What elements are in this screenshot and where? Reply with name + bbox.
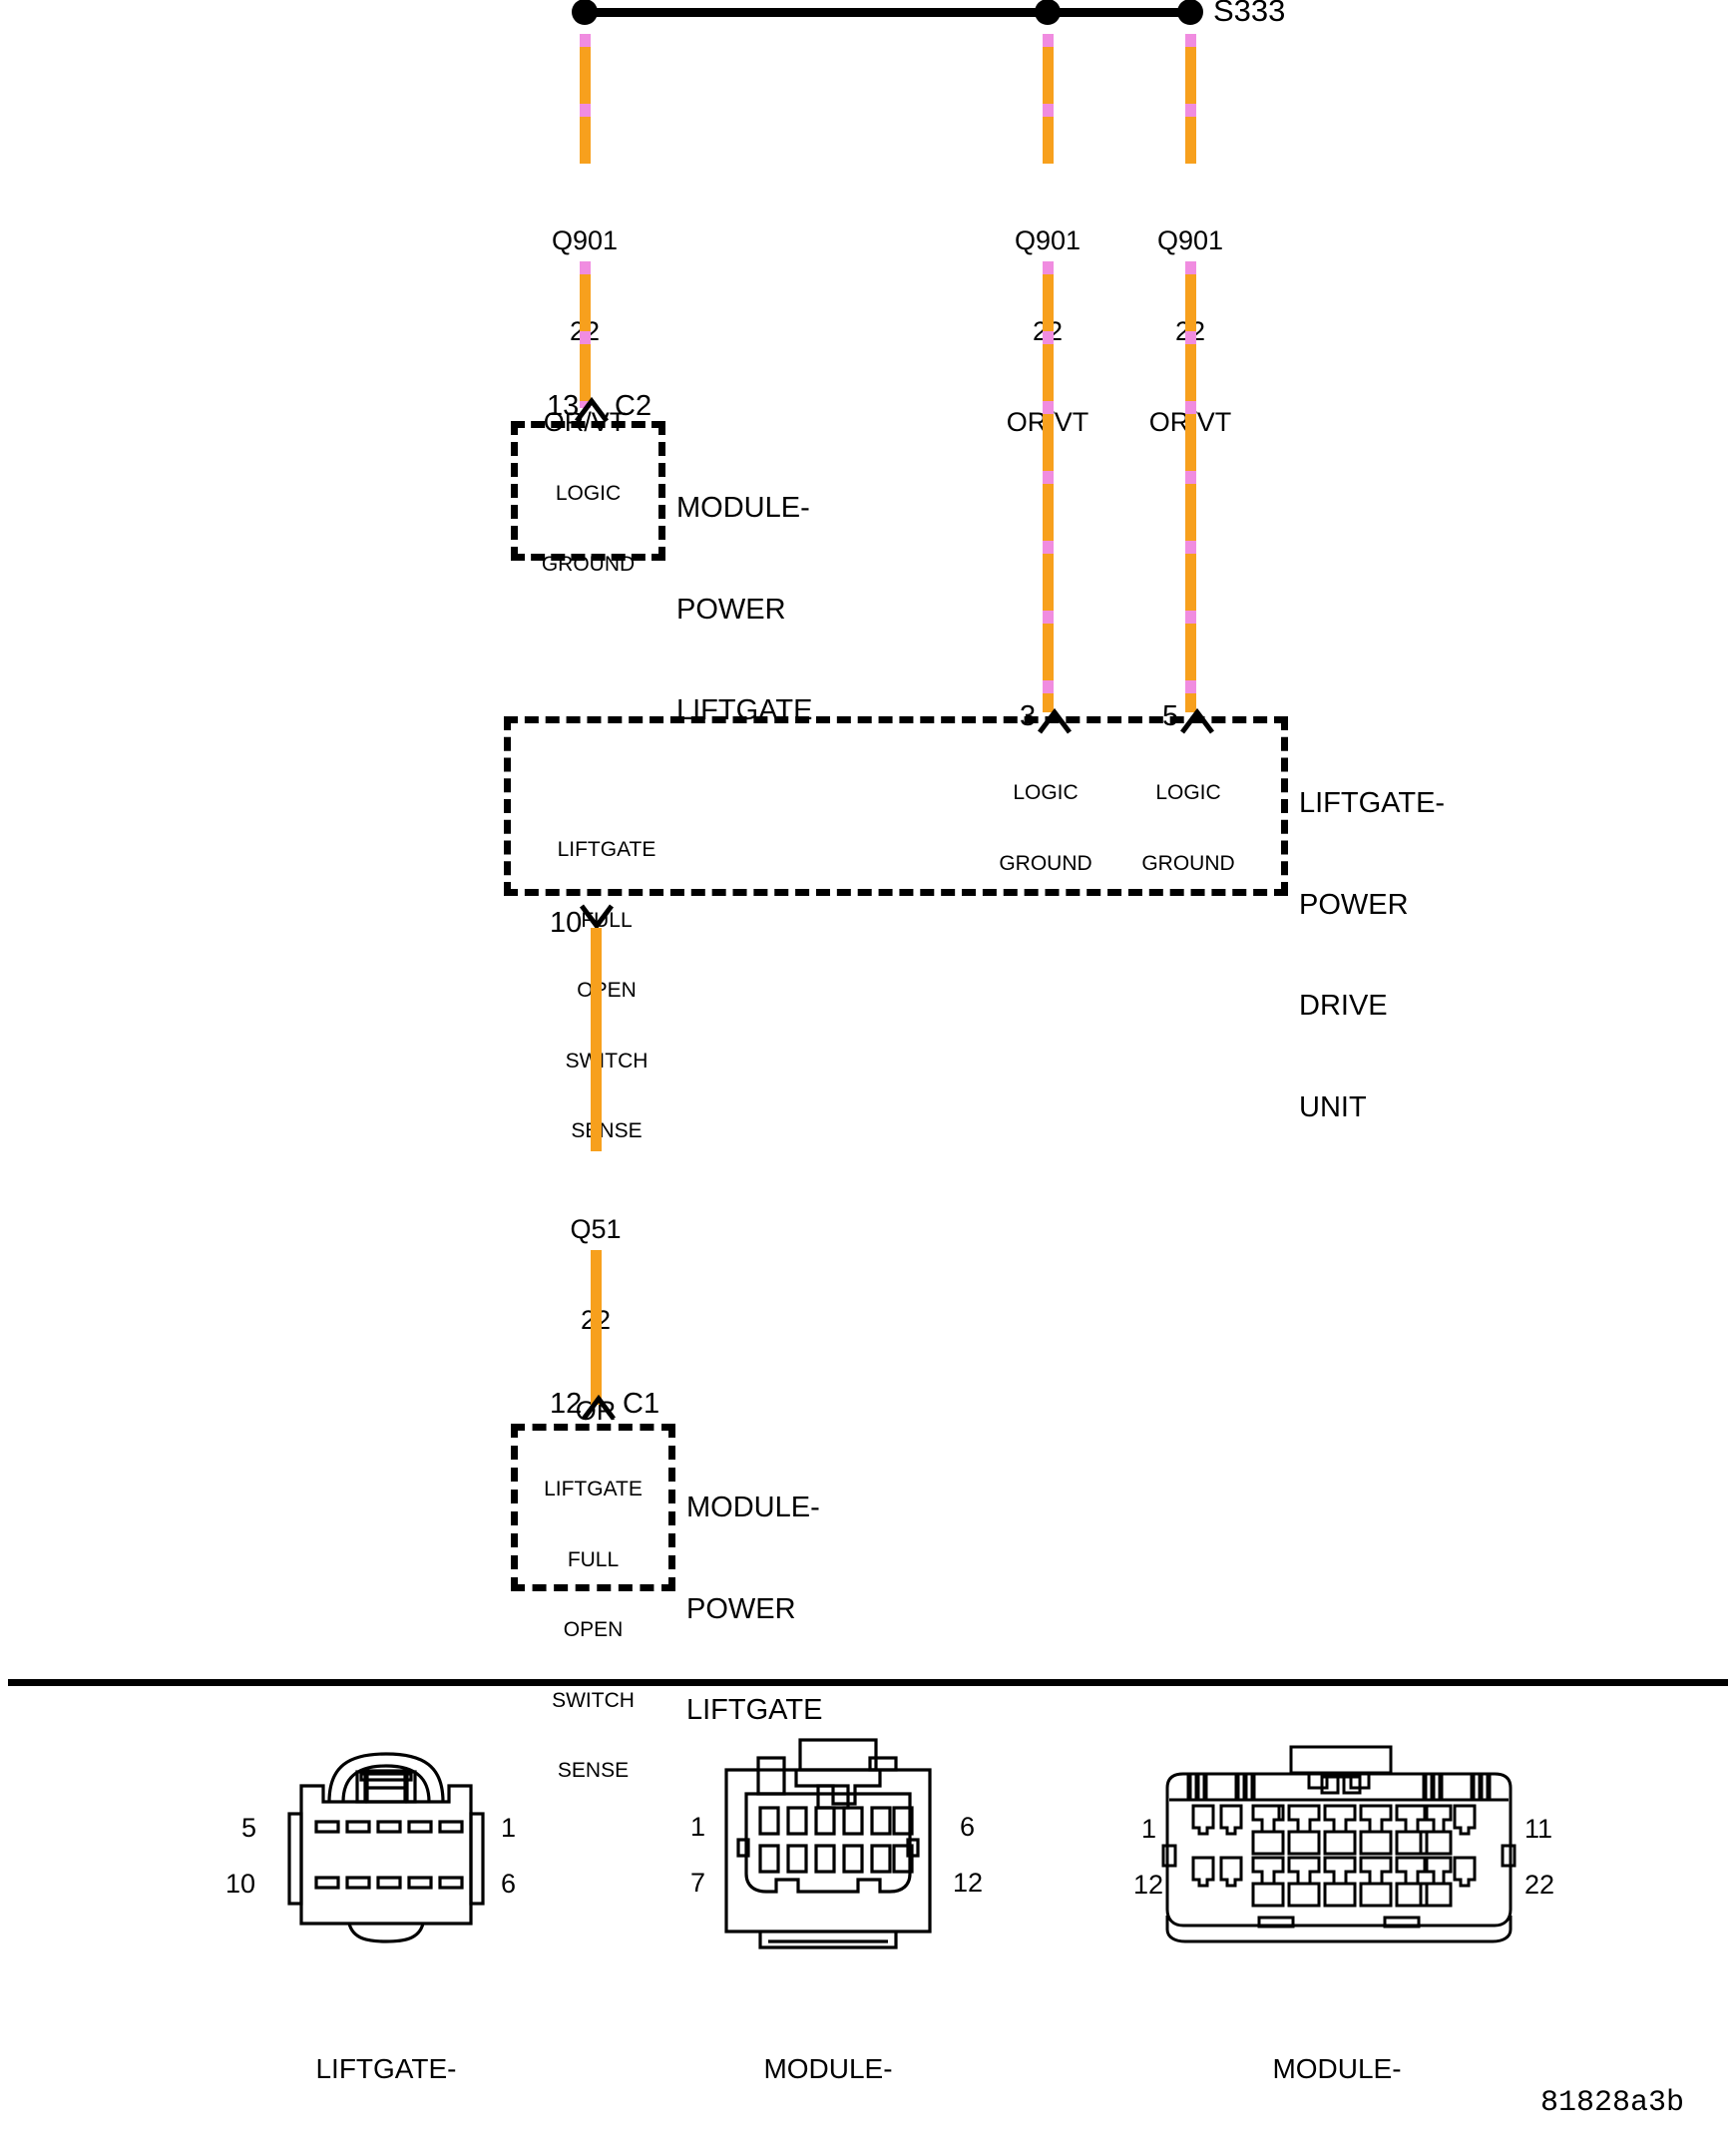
- connector-pin-label-top-left-c1: 1: [690, 1812, 706, 1842]
- wire-q901-middle: [1043, 34, 1054, 164]
- wire-q901-right: [1185, 34, 1196, 164]
- component-label-line: DRIVE: [1299, 990, 1388, 1023]
- figure-id: 81828a3b: [1540, 2086, 1685, 2120]
- pin-function-liftgate-full-open-switch-sense-12: LIFTGATE FULL OPEN SWITCH SENSE: [511, 1431, 675, 1830]
- pin-function-line: OPEN: [563, 1618, 624, 1642]
- pin-number-3: 3: [1020, 700, 1037, 732]
- pin-function-line: FULL: [567, 1547, 620, 1571]
- pin-number-12: 12: [550, 1388, 583, 1420]
- connector-caption-c1: MODULE- POWER LIFTGATE C1: [658, 1985, 998, 2140]
- component-label-module-power-liftgate-c1: MODULE- POWER LIFTGATE: [686, 1424, 822, 1796]
- pin-function-line: LIFTGATE: [544, 1478, 643, 1501]
- component-label-line: MODULE-: [686, 1491, 820, 1523]
- pin-function-line: GROUND: [541, 552, 636, 576]
- component-label-liftgate-power-drive-unit: LIFTGATE- POWER DRIVE UNIT: [1299, 719, 1445, 1193]
- component-box-module-power-liftgate-c2: [511, 421, 665, 561]
- pin-function-line: SENSE: [571, 1119, 643, 1143]
- wire-label-line-circuit: Q901: [1014, 225, 1082, 256]
- connector-pin-label-top-right-drive-unit: 1: [501, 1813, 517, 1843]
- pin-chevron-up-12: [582, 1394, 616, 1426]
- pin-function-liftgate-full-open-switch-sense-10: LIFTGATE FULL OPEN SWITCH SENSE: [527, 791, 686, 1190]
- wire-label-line-circuit: Q51: [570, 1214, 622, 1245]
- connector-pin-label-bottom-left-drive-unit: 10: [225, 1869, 256, 1899]
- connector-caption-line: LIFTGATE-: [315, 2053, 457, 2085]
- connector-caption-line: MODULE-: [1272, 2053, 1402, 2085]
- connector-view-liftgate-power-drive-unit: [271, 1744, 501, 1968]
- wire-q901-left-lower: [580, 261, 591, 408]
- pin-function-line: GROUND: [999, 851, 1092, 875]
- splice-label-s333: S333: [1213, 0, 1286, 28]
- connector-drawing-c1: [724, 1738, 932, 1949]
- connector-view-module-power-liftgate-c1: [698, 1736, 958, 1960]
- pin-function-line: SWITCH: [565, 1049, 649, 1072]
- connector-id-c1: C1: [623, 1388, 660, 1420]
- wire-q901-right-lower: [1185, 261, 1196, 712]
- component-box-module-power-liftgate-c1: [511, 1424, 675, 1591]
- pin-function-line: LOGIC: [555, 482, 622, 506]
- connector-view-module-power-liftgate-c2: [1159, 1744, 1519, 1958]
- connector-pin-label-bottom-right-drive-unit: 6: [501, 1869, 517, 1899]
- component-box-liftgate-power-drive-unit: [504, 716, 1288, 896]
- connector-pin-label-bottom-right-c2: 22: [1524, 1870, 1555, 1900]
- wire-q901-left: [580, 34, 591, 164]
- wire-q901-middle-lower: [1043, 261, 1054, 712]
- pin-function-logic-ground-13: LOGIC GROUND: [511, 435, 665, 623]
- section-divider-rule: [8, 1679, 1728, 1686]
- connector-caption-drive-unit: LIFTGATE- POWER DRIVE UNIT: [221, 1985, 551, 2140]
- component-label-line: LIFTGATE: [686, 1694, 823, 1727]
- pin-function-logic-ground-3: LOGIC GROUND: [966, 734, 1125, 922]
- splice-bus-line: [585, 8, 1190, 17]
- connector-caption-c2: MODULE- POWER LIFTGATE C2: [1167, 1985, 1507, 2140]
- pin-function-line: LOGIC: [1013, 781, 1079, 805]
- pin-number-13: 13: [547, 390, 580, 422]
- pin-number-5: 5: [1162, 700, 1179, 732]
- wire-q51-upper: [591, 928, 602, 1151]
- pin-function-line: GROUND: [1141, 851, 1235, 875]
- pin-function-line: LOGIC: [1155, 781, 1221, 805]
- connector-pin-label-bottom-right-c1: 12: [953, 1868, 984, 1898]
- component-label-line: MODULE-: [676, 491, 810, 524]
- connector-drawing-c2: [1161, 1745, 1517, 1943]
- pin-function-logic-ground-5: LOGIC GROUND: [1108, 734, 1268, 922]
- pin-function-line: LIFTGATE: [557, 838, 656, 862]
- component-label-line: POWER: [676, 593, 786, 626]
- wire-label-line-circuit: Q901: [1156, 225, 1224, 256]
- connector-drawing-drive-unit: [287, 1752, 485, 1943]
- connector-pin-label-top-right-c2: 11: [1524, 1814, 1553, 1844]
- pin-chevron-up-3: [1038, 707, 1072, 739]
- pin-function-line: SWITCH: [552, 1688, 635, 1712]
- splice-node-right: [1177, 0, 1203, 25]
- connector-pin-label-top-left-c2: 1: [1141, 1814, 1157, 1844]
- component-label-line: LIFTGATE-: [1299, 786, 1446, 819]
- connector-pin-label-top-right-c1: 6: [960, 1812, 976, 1842]
- connector-pin-label-bottom-left-c2: 12: [1133, 1870, 1164, 1900]
- pin-number-10: 10: [550, 907, 583, 939]
- component-label-line: POWER: [1299, 888, 1409, 921]
- pin-chevron-up-13: [575, 396, 609, 428]
- connector-pin-label-bottom-left-c1: 7: [690, 1868, 706, 1898]
- component-label-line: POWER: [686, 1592, 796, 1625]
- splice-node-left: [572, 0, 598, 25]
- splice-node-middle: [1035, 0, 1061, 25]
- connector-id-c2: C2: [615, 390, 652, 422]
- connector-caption-line: MODULE-: [763, 2053, 893, 2085]
- wire-label-line-circuit: Q901: [551, 225, 619, 256]
- pin-function-line: OPEN: [577, 979, 637, 1003]
- pin-function-line: SENSE: [557, 1759, 630, 1783]
- wire-q51-lower: [591, 1250, 602, 1405]
- connector-pin-label-top-left-drive-unit: 5: [241, 1813, 257, 1843]
- component-label-line: UNIT: [1299, 1091, 1367, 1124]
- pin-chevron-down-10: [580, 904, 614, 935]
- pin-chevron-up-5: [1180, 707, 1214, 739]
